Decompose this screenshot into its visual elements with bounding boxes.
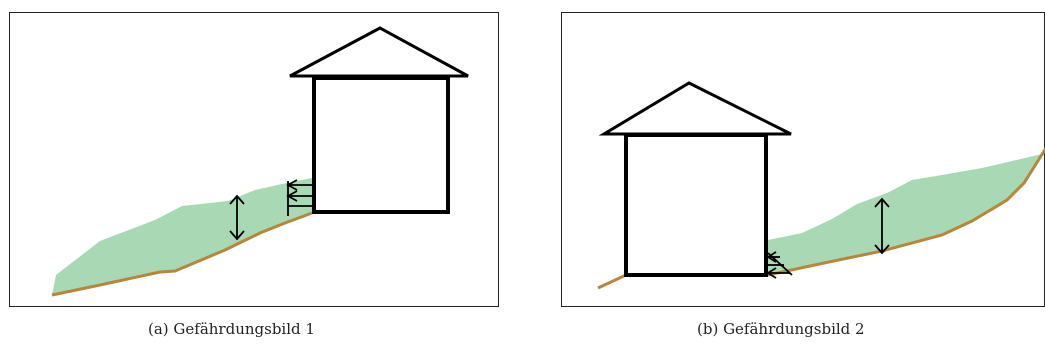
- house-roof: [290, 28, 468, 76]
- scene-a: [10, 13, 500, 308]
- house: [290, 28, 468, 212]
- panel-a: [9, 12, 499, 307]
- house-body: [626, 135, 766, 275]
- caption-b: (b) Gefährdungsbild 2: [697, 320, 865, 338]
- house-body: [314, 78, 448, 212]
- caption-a: (a) Gefährdungsbild 1: [148, 320, 315, 338]
- panel-b: [561, 12, 1045, 307]
- house: [604, 83, 791, 275]
- house-roof: [604, 83, 791, 134]
- slide-mass: [768, 154, 1042, 275]
- scene-b: [562, 13, 1045, 308]
- slide-mass: [52, 178, 312, 295]
